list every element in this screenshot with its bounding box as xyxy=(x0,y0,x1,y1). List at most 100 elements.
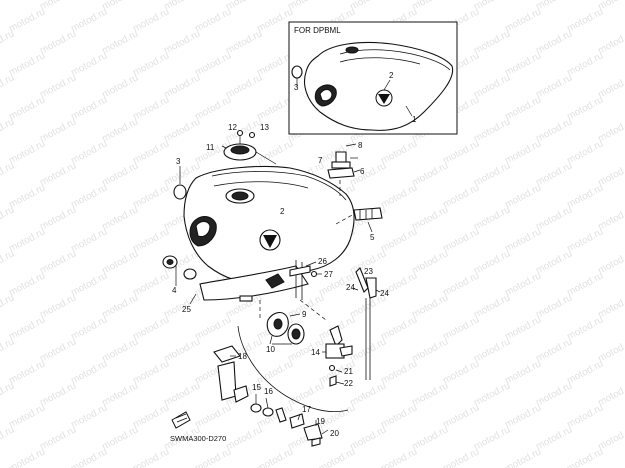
watermark-text: motod.ru xyxy=(503,138,543,166)
watermark-text: motod.ru xyxy=(534,248,574,276)
watermark-text: motod.ru xyxy=(503,226,543,254)
watermark-text: motod.ru xyxy=(131,446,171,468)
watermark-text: motod.ru xyxy=(410,380,450,408)
callout-13: 13 xyxy=(260,123,269,132)
rear-mount-bracket xyxy=(327,143,361,196)
hose-clip xyxy=(289,260,322,300)
fuel-hose xyxy=(237,325,349,413)
watermark-text: motod.ru xyxy=(410,160,450,188)
watermark-text: motod.ru xyxy=(131,226,171,254)
watermark-text: motod.ru xyxy=(565,314,605,342)
fuel-tank xyxy=(183,165,355,302)
callout-11: 11 xyxy=(206,143,215,152)
watermark-text: motod.ru xyxy=(7,6,47,34)
watermark-text: motod.ru xyxy=(69,314,109,342)
callout-2: 2 xyxy=(280,207,285,216)
watermark-text: motod.ru xyxy=(503,182,543,210)
callout-26: 26 xyxy=(318,257,327,266)
watermark-text: motod.ru xyxy=(69,226,109,254)
watermark-text: motod.ru xyxy=(7,314,47,342)
watermark-text: motod.ru xyxy=(441,402,481,430)
watermark-text: motod.ru xyxy=(503,446,543,468)
callout-7: 7 xyxy=(318,156,323,165)
callout-21: 21 xyxy=(344,367,353,376)
watermark-text: motod.ru xyxy=(472,160,512,188)
watermark-text: motod.ru xyxy=(565,226,605,254)
watermark-text: motod.ru xyxy=(348,160,388,188)
watermark-text: motod.ru xyxy=(0,0,16,13)
watermark-text: motod.ru xyxy=(131,358,171,386)
callout-27: 27 xyxy=(324,270,333,279)
watermark-text: motod.ru xyxy=(162,72,202,100)
watermark-text: motod.ru xyxy=(503,50,543,78)
watermark-text: motod.ru xyxy=(472,204,512,232)
callout-19: 19 xyxy=(316,417,325,426)
grommet xyxy=(162,255,197,286)
watermark-text: motod.ru xyxy=(7,226,47,254)
watermark-text: motod.ru xyxy=(100,424,140,452)
callout-3: 3 xyxy=(176,157,181,166)
watermark-text: motod.ru xyxy=(410,424,450,452)
watermark-text: motod.ru xyxy=(100,292,140,320)
watermark-text: motod.ru xyxy=(38,424,78,452)
filter-strainer xyxy=(266,311,305,345)
inset-box: FOR DPBML 3 2 1 xyxy=(288,21,458,135)
inset-callout-2: 2 xyxy=(389,71,394,80)
watermark-text: motod.ru xyxy=(7,446,47,468)
lead-25 xyxy=(189,293,197,305)
watermark-text: motod.ru xyxy=(69,358,109,386)
damper xyxy=(335,207,383,233)
watermark-text: motod.ru xyxy=(441,138,481,166)
watermark-text: motod.ru xyxy=(379,314,419,342)
fuel-cap xyxy=(221,129,277,165)
watermark-text: motod.ru xyxy=(503,270,543,298)
watermark-text: motod.ru xyxy=(162,380,202,408)
watermark-text: motod.ru xyxy=(565,270,605,298)
watermark-text: motod.ru xyxy=(69,270,109,298)
callout-14: 14 xyxy=(311,348,320,357)
watermark-text: motod.ru xyxy=(69,402,109,430)
watermark-text: motod.ru xyxy=(410,336,450,364)
callout-15: 15 xyxy=(252,383,261,392)
watermark-text: motod.ru xyxy=(565,50,605,78)
watermark-text: motod.ru xyxy=(255,446,295,468)
watermark-text: motod.ru xyxy=(472,424,512,452)
watermark-text: motod.ru xyxy=(38,292,78,320)
watermark-text: motod.ru xyxy=(38,204,78,232)
emblem-icon xyxy=(375,89,393,107)
inset-callout-1: 1 xyxy=(412,115,417,124)
inset-callout-3: 3 xyxy=(294,83,299,92)
watermark-text: motod.ru xyxy=(410,248,450,276)
watermark-text: motod.ru xyxy=(193,50,233,78)
watermark-text: motod.ru xyxy=(38,336,78,364)
watermark-text: motod.ru xyxy=(379,446,419,468)
watermark-text: motod.ru xyxy=(100,116,140,144)
callout-23: 23 xyxy=(364,267,373,276)
watermark-text: motod.ru xyxy=(348,380,388,408)
watermark-text: motod.ru xyxy=(69,446,109,468)
watermark-text: motod.ru xyxy=(100,160,140,188)
watermark-text: motod.ru xyxy=(379,402,419,430)
callout-24-left: 24 xyxy=(346,283,355,292)
watermark-text: motod.ru xyxy=(472,336,512,364)
watermark-text: motod.ru xyxy=(224,28,264,56)
watermark-text: motod.ru xyxy=(38,160,78,188)
callout-5: 5 xyxy=(370,233,375,242)
watermark-text: motod.ru xyxy=(131,402,171,430)
watermark-text: motod.ru xyxy=(317,446,357,468)
watermark-text: motod.ru xyxy=(100,380,140,408)
watermark-text: motod.ru xyxy=(441,270,481,298)
watermark-text: motod.ru xyxy=(379,226,419,254)
callout-18: 18 xyxy=(238,352,247,361)
watermark-text: motod.ru xyxy=(565,402,605,430)
hose-guide xyxy=(299,299,327,321)
watermark-text: motod.ru xyxy=(193,6,233,34)
watermark-text: motod.ru xyxy=(69,6,109,34)
watermark-text: motod.ru xyxy=(131,94,171,122)
fuel-cock xyxy=(322,325,353,359)
watermark-text: motod.ru xyxy=(162,116,202,144)
watermark-text: motod.ru xyxy=(534,28,574,56)
watermark-text: motod.ru xyxy=(472,248,512,276)
watermark-text: motod.ru xyxy=(410,204,450,232)
